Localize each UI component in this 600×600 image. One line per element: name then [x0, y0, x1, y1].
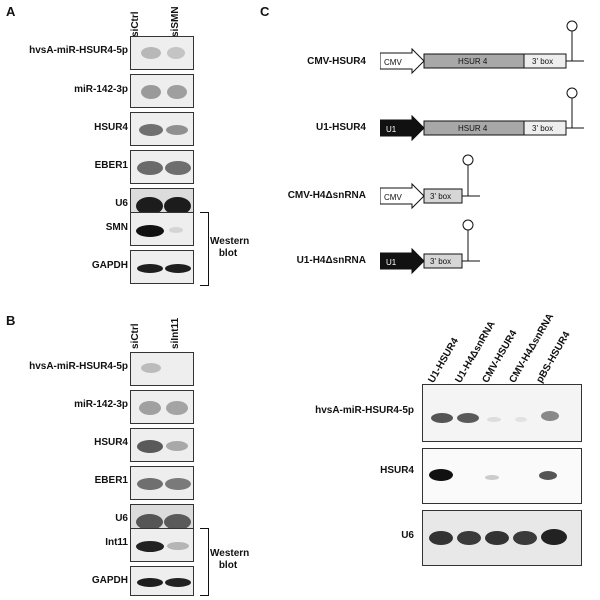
panel-a-blot-smn [130, 212, 194, 246]
panel-b-row-label: Int11 [105, 537, 128, 548]
panel-b-row-label: hvsA-miR-HSUR4-5p [29, 361, 128, 372]
construct-cmv-h4dsnrna: CMV 3' box [380, 154, 480, 210]
panel-b-blot-mir142 [130, 390, 194, 424]
u1-promoter-arrow [380, 114, 425, 142]
panel-a-row-label: HSUR4 [94, 122, 128, 133]
construct-u1-hsur4: U1 HSUR 4 3' box [380, 87, 584, 142]
panel-c-blot-mir-hsur4 [422, 384, 582, 442]
panel-a-blot-eber1 [130, 150, 194, 184]
panel-b-western-label: Western blot [210, 548, 250, 571]
panel-b-col-sictrl: siCtrl [130, 323, 141, 349]
panel-b-col-siint11: siInt11 [170, 317, 181, 349]
panel-c-blot-u6 [422, 510, 582, 566]
panel-b-blot-mir-hsur4 [130, 352, 194, 386]
u1-promoter-arrow [380, 247, 425, 275]
promoter-label: CMV [384, 58, 402, 67]
box-label: 3' box [430, 257, 451, 266]
panel-a-letter: A [6, 4, 16, 19]
panel-a-col-sictrl: siCtrl [130, 11, 141, 37]
construct-cmv-hsur4: CMV HSUR 4 3' box [380, 20, 584, 75]
panel-b-western-bracket [200, 528, 209, 596]
panel-a-row-label: miR-142-3p [74, 84, 128, 95]
panel-b-blot-int11 [130, 528, 194, 562]
promoter-label: U1 [386, 125, 397, 134]
panel-b-row-label: GAPDH [91, 575, 128, 586]
panel-a-row-label: EBER1 [94, 160, 128, 171]
panel-b-row-label: HSUR4 [94, 437, 128, 448]
panel-c-row-label: hvsA-miR-HSUR4-5p [315, 405, 414, 416]
construct-u1-h4dsnrna: U1 3' box [380, 219, 480, 275]
panel-a-blot-hsur4 [130, 112, 194, 146]
panel-a-blot-mir-hsur4 [130, 36, 194, 70]
construct-label: U1-H4ΔsnRNA [296, 255, 366, 266]
box-label: 3' box [532, 57, 553, 66]
panel-a-blot-mir142 [130, 74, 194, 108]
panel-a-western-label: Western blot [210, 236, 250, 259]
construct-label: CMV-HSUR4 [307, 56, 366, 67]
cmv-promoter-arrow [380, 47, 425, 75]
panel-b-row-label: EBER1 [94, 475, 128, 486]
panel-b-blot-gapdh [130, 566, 194, 596]
panel-c-letter: C [260, 4, 270, 19]
construct-label: U1-HSUR4 [315, 122, 366, 133]
box-label: 3' box [430, 192, 451, 201]
panel-a-blot-gapdh [130, 250, 194, 284]
panel-a-row-label: U6 [115, 198, 128, 209]
promoter-label: U1 [386, 258, 397, 267]
panel-a-col-sismn: siSMN [170, 6, 181, 37]
panel-b-blot-eber1 [130, 466, 194, 500]
construct-diagrams: CMV HSUR 4 3' box U1 HSUR 4 3' box CMV 3… [380, 20, 584, 275]
panel-b-row-label: U6 [115, 513, 128, 524]
panel-b-letter: B [6, 313, 16, 328]
panel-b-row-label: miR-142-3p [74, 399, 128, 410]
panel-b-blot-hsur4 [130, 428, 194, 462]
panel-c-row-label: HSUR4 [380, 465, 414, 476]
panel-a-row-label: hvsA-miR-HSUR4-5p [29, 45, 128, 56]
construct-label: CMV-H4ΔsnRNA [287, 190, 366, 201]
panel-a-row-label: SMN [105, 222, 128, 233]
promoter-label: CMV [384, 193, 402, 202]
box-label: 3' box [532, 124, 553, 133]
panel-a-western-bracket [200, 212, 209, 286]
panel-c-blot-hsur4 [422, 448, 582, 504]
panel-a-row-label: GAPDH [91, 260, 128, 271]
cmv-promoter-arrow [380, 182, 425, 210]
body-label: HSUR 4 [458, 57, 488, 66]
panel-c-row-label: U6 [401, 530, 414, 541]
body-label: HSUR 4 [458, 124, 488, 133]
